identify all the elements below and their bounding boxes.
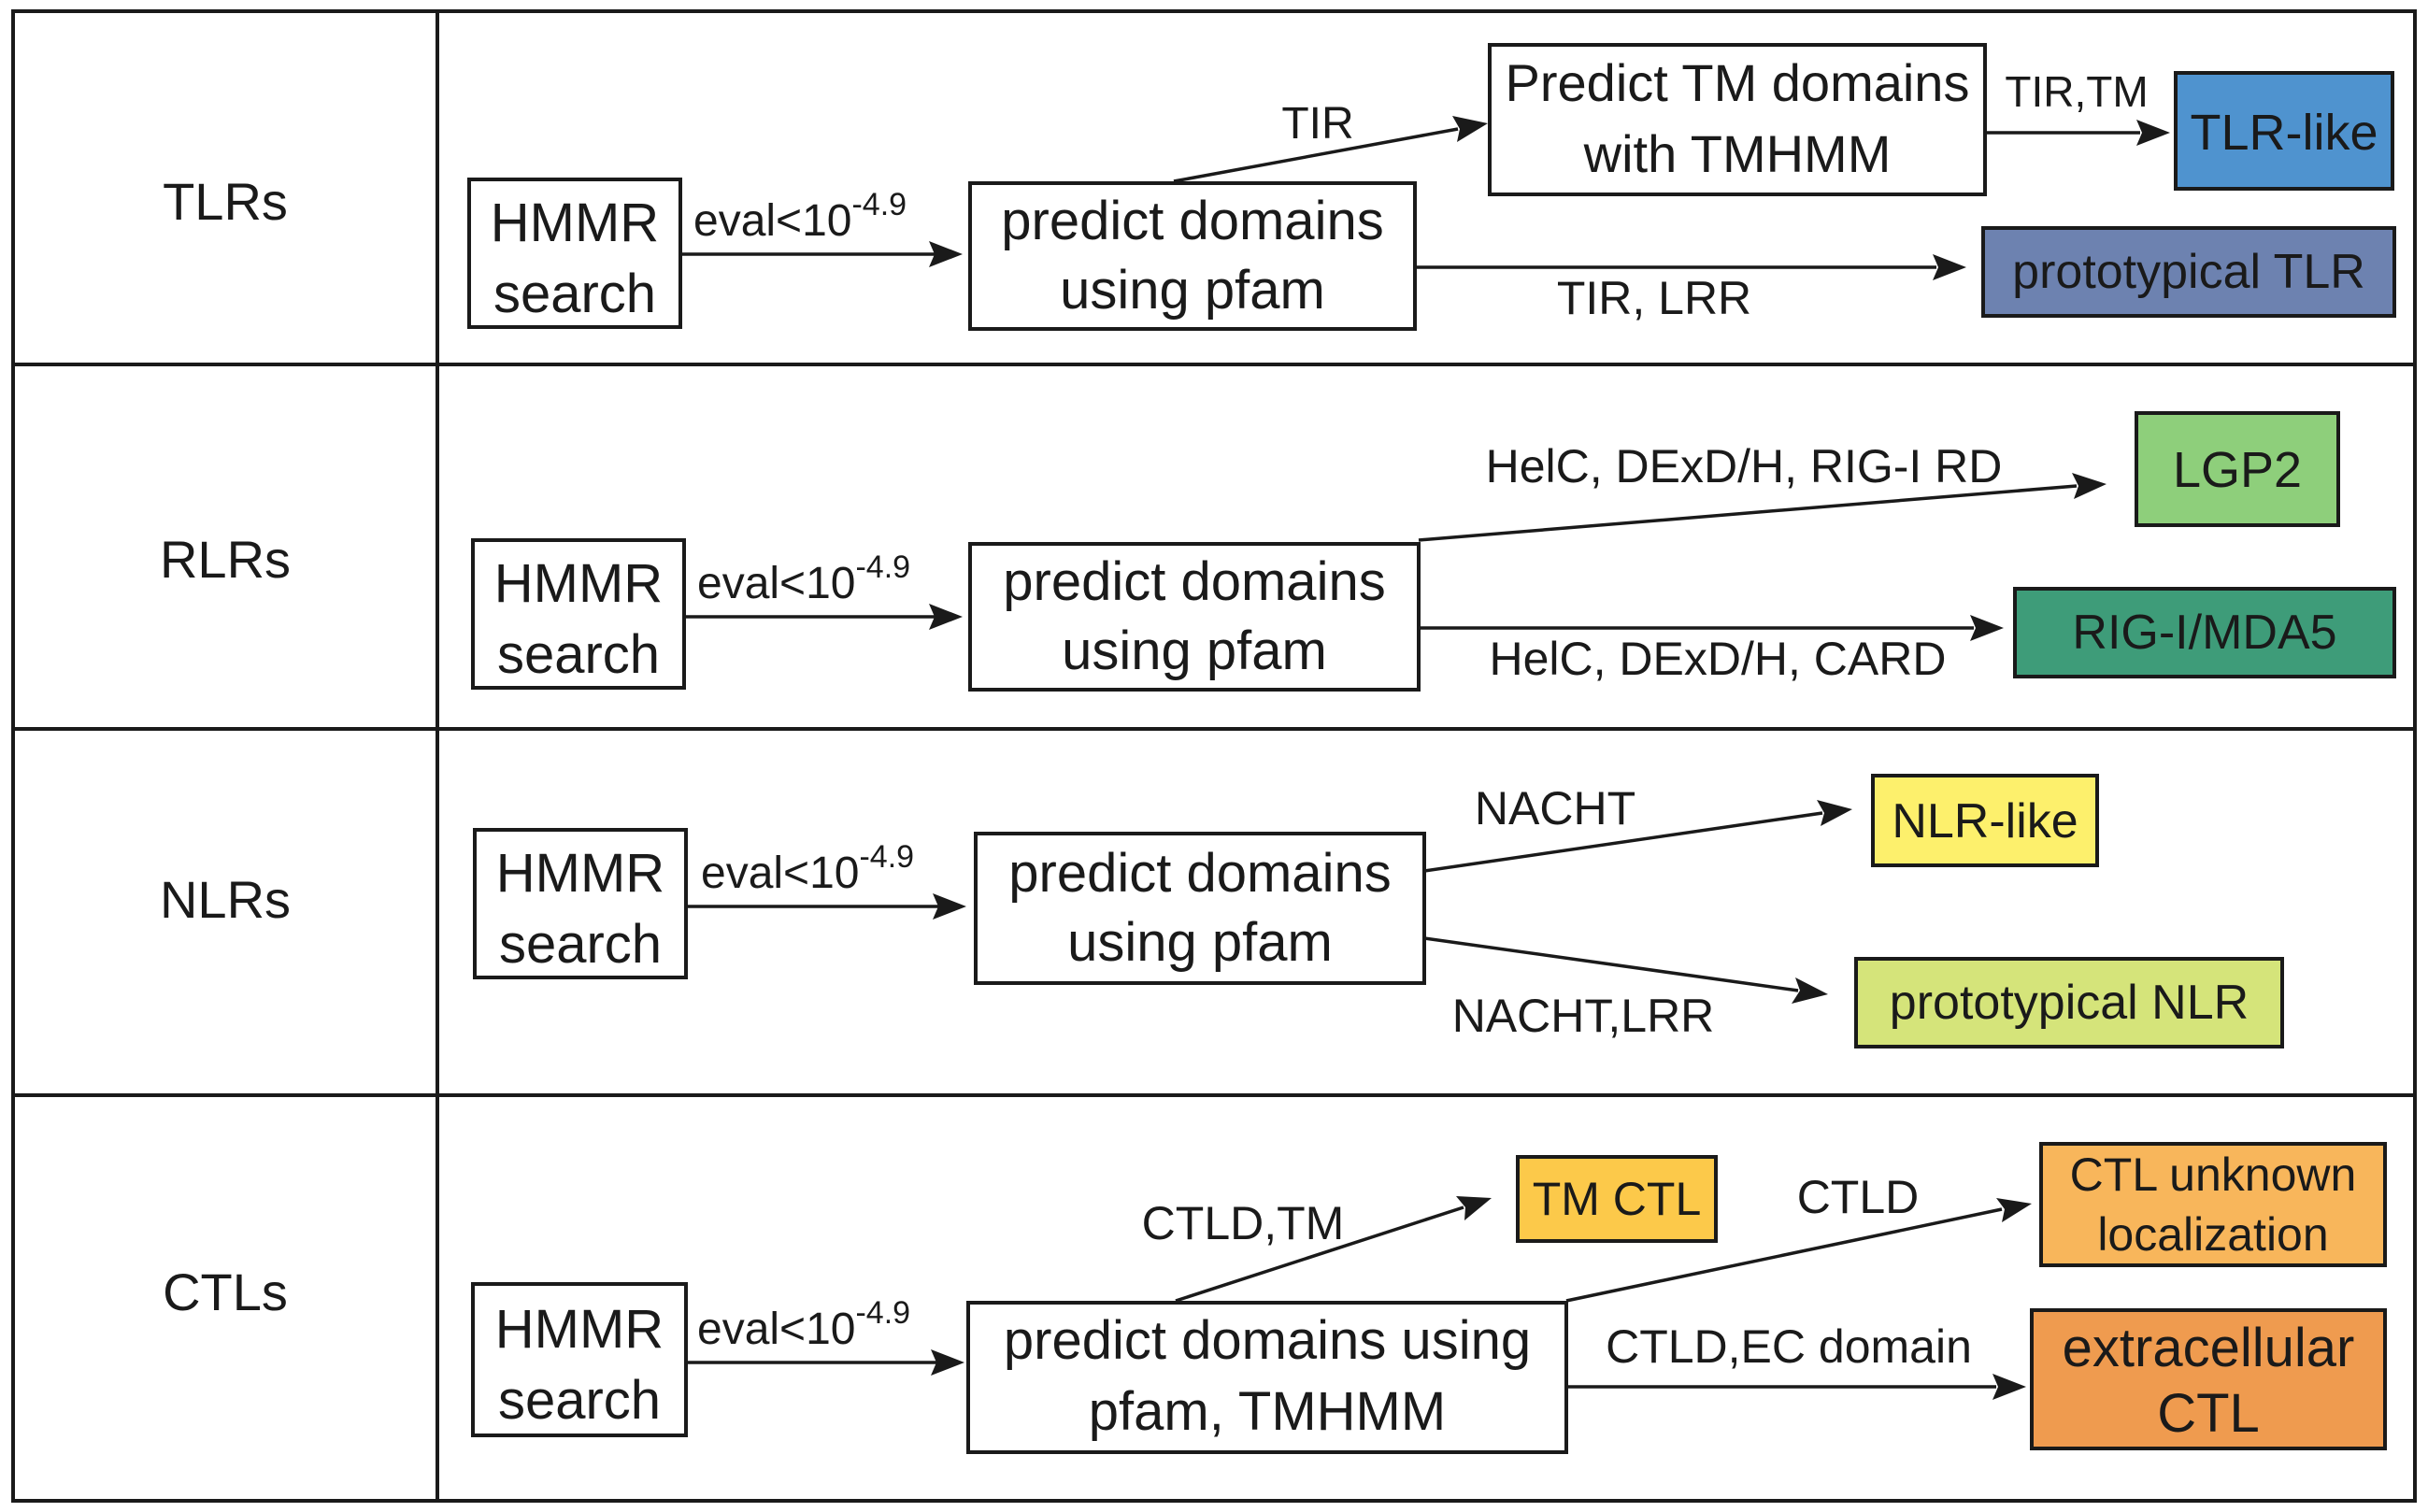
- hmmr-search-box-rlrs: HMMR search: [471, 538, 686, 690]
- prototypical-nlr-label: prototypical NLR: [1890, 976, 2249, 1030]
- eval-threshold-nlrs: eval<10-4.9: [701, 839, 914, 898]
- predict-domains-box-ctls: predict domains using pfam, TMHMM: [966, 1301, 1568, 1454]
- arrowhead: [2136, 120, 2170, 146]
- hmmr-search-line-1: HMMR: [496, 843, 664, 904]
- row-ctls: CTLs HMMR search eval<10-4.9 predict dom…: [163, 1142, 2387, 1454]
- output-rig-mda5: RIG-I/MDA5: [2013, 587, 2396, 678]
- output-extracellular-ctl: extracellular CTL: [2030, 1308, 2387, 1450]
- output-ctl-unknown-localization: CTL unknown localization: [2039, 1142, 2387, 1267]
- predict-line-2: pfam, TMHMM: [1089, 1381, 1446, 1442]
- arrowhead: [929, 241, 963, 267]
- edge-label-tir-tm: TIR,TM: [2005, 67, 2148, 116]
- prototypical-tlr-label: prototypical TLR: [2012, 245, 2365, 299]
- eval-threshold-rlrs: eval<10-4.9: [697, 549, 910, 608]
- predict-domains-box-rlrs: predict domains using pfam: [968, 542, 1421, 692]
- arrow-predict-to-tmhmm: [1173, 127, 1459, 183]
- hmmr-search-line-2: search: [498, 1370, 661, 1431]
- hmmr-search-line-1: HMMR: [495, 1299, 664, 1360]
- edge-label-tir-lrr: TIR, LRR: [1557, 272, 1751, 324]
- predict-line-2: using pfam: [1062, 620, 1327, 681]
- edge-label-nacht: NACHT: [1475, 782, 1635, 834]
- hmmr-search-box-nlrs: HMMR search: [473, 828, 688, 979]
- predict-line-1: predict domains using: [1004, 1310, 1531, 1371]
- hmmr-search-line-2: search: [497, 624, 660, 685]
- output-tm-ctl: TM CTL: [1516, 1155, 1718, 1243]
- predict-domains-box-nlrs: predict domains using pfam: [974, 832, 1426, 985]
- output-prototypical-nlr: prototypical NLR: [1854, 957, 2284, 1048]
- edge-label-ctld-tm: CTLD,TM: [1142, 1197, 1345, 1249]
- arrowhead: [931, 1349, 964, 1376]
- predict-line-2: using pfam: [1060, 260, 1325, 321]
- arrowhead: [1452, 116, 1488, 142]
- arrowhead: [929, 604, 963, 630]
- row-tlrs: TLRs HMMR search eval<10-4.9 predict dom…: [163, 43, 2396, 331]
- arrowhead: [1996, 1198, 2032, 1222]
- hmmr-search-line-2: search: [493, 264, 656, 324]
- arrow-predict-to-nlr-like: [1423, 811, 1823, 873]
- hmmr-search-line-1: HMMR: [491, 193, 659, 253]
- output-nlr-like: NLR-like: [1871, 774, 2099, 867]
- row-label-rlrs: RLRs: [160, 530, 291, 589]
- row-rlrs: RLRs HMMR search eval<10-4.9 predict dom…: [160, 411, 2396, 692]
- predict-line-1: predict domains: [1003, 551, 1385, 612]
- arrow-predict-to-tm-ctl: [1175, 1205, 1464, 1303]
- row-nlrs: NLRs HMMR search eval<10-4.9 predict dom…: [160, 774, 2284, 1048]
- arrow-predict-to-ctl-unknown: [1565, 1207, 2003, 1303]
- ctl-unknown-line-2: localization: [2097, 1208, 2328, 1261]
- arrowhead: [1817, 800, 1852, 826]
- arrowhead: [2072, 473, 2107, 499]
- arrowhead: [1970, 615, 2004, 641]
- row-label-tlrs: TLRs: [163, 172, 288, 231]
- tlr-like-label: TLR-like: [2190, 105, 2378, 161]
- output-lgp2: LGP2: [2135, 411, 2340, 527]
- hmmr-search-line-1: HMMR: [494, 553, 663, 614]
- lgp2-label: LGP2: [2173, 442, 2302, 498]
- table-grid: [11, 9, 2417, 1503]
- output-tlr-like: TLR-like: [2174, 71, 2394, 191]
- tmhmm-line-2: with TMHMM: [1583, 124, 1892, 183]
- edge-label-nacht-lrr: NACHT,LRR: [1452, 990, 1715, 1042]
- output-prototypical-tlr: prototypical TLR: [1981, 226, 2396, 318]
- edge-label-ctld-ec: CTLD,EC domain: [1606, 1320, 1972, 1373]
- arrow-predict-to-prototypical-nlr: [1423, 936, 1799, 992]
- arrowhead: [1456, 1196, 1492, 1220]
- predict-domains-box-tlrs: predict domains using pfam: [968, 181, 1417, 331]
- arrowhead: [1792, 977, 1828, 1004]
- edge-label-tir: TIR: [1281, 99, 1353, 149]
- row-label-ctls: CTLs: [163, 1262, 288, 1321]
- arrow-predict-to-lgp2: [1418, 484, 2078, 542]
- edge-label-helc-rig-rd: HelC, DExD/H, RIG-I RD: [1486, 440, 2003, 492]
- nlr-like-label: NLR-like: [1892, 794, 2078, 849]
- extracellular-line-1: extracellular: [2063, 1318, 2355, 1378]
- arrowhead: [1992, 1374, 2026, 1400]
- eval-threshold-tlrs: eval<10-4.9: [693, 187, 907, 246]
- rig-mda5-label: RIG-I/MDA5: [2072, 606, 2336, 660]
- predict-tm-domains-box: Predict TM domains with TMHMM: [1488, 43, 1987, 196]
- hmmr-search-line-2: search: [499, 914, 662, 975]
- edge-label-helc-card: HelC, DExD/H, CARD: [1490, 633, 1947, 685]
- edge-label-ctld: CTLD: [1797, 1171, 1920, 1223]
- tm-ctl-label: TM CTL: [1533, 1173, 1702, 1225]
- predict-line-2: using pfam: [1067, 912, 1333, 973]
- extracellular-line-2: CTL: [2157, 1383, 2260, 1444]
- eval-threshold-ctls: eval<10-4.9: [697, 1295, 910, 1354]
- hmmr-search-box-ctls: HMMR search: [471, 1282, 688, 1437]
- arrowhead: [933, 893, 966, 920]
- tmhmm-line-1: Predict TM domains: [1506, 53, 1970, 112]
- predict-line-1: predict domains: [1001, 191, 1383, 251]
- predict-line-1: predict domains: [1008, 843, 1391, 904]
- hmmr-search-box-tlrs: HMMR search: [467, 178, 682, 329]
- table-border: [11, 9, 2417, 1503]
- arrowhead: [1933, 254, 1966, 280]
- row-label-nlrs: NLRs: [160, 870, 291, 929]
- ctl-unknown-line-1: CTL unknown: [2070, 1148, 2357, 1201]
